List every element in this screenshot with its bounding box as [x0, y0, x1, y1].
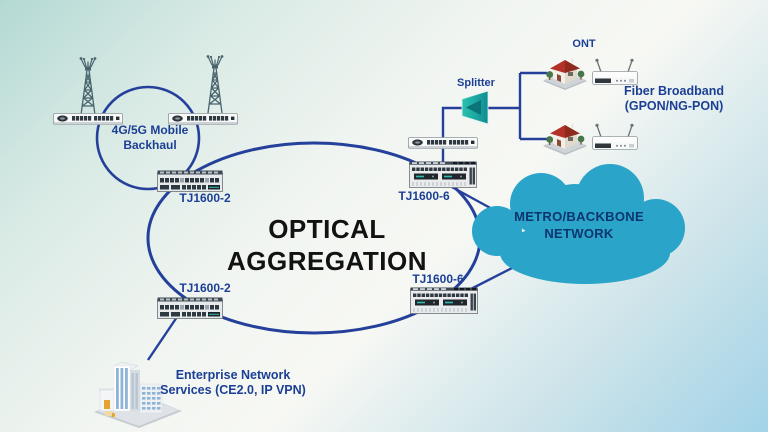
cell-tower-icon — [205, 54, 225, 114]
tj1600-2-bottom-label: TJ1600-2 — [179, 281, 231, 295]
fiber-broadband-label-line2: (GPON/NG-PON) — [624, 99, 724, 114]
tj1600-6-top-label: TJ1600-6 — [398, 189, 450, 203]
tj1600-2-chassis-bottom-icon — [157, 297, 223, 319]
mobile-backhaul-label-line1: 4G/5G Mobile — [111, 123, 189, 137]
ont-router-icon — [591, 58, 639, 86]
ont-label: ONT — [572, 38, 596, 50]
diagram-title-line1: OPTICAL — [268, 214, 386, 244]
mobile-backhaul-label: 4G/5G Mobile Backhaul — [112, 123, 189, 152]
house-icon — [543, 123, 587, 155]
metro-backbone-label: METRO/BACKBONE NETWORK — [514, 209, 644, 243]
tj1600-6-chassis-bottom-icon — [410, 287, 478, 314]
house-icon — [543, 58, 587, 90]
connector-tj1600-2-to-enterprise — [147, 316, 178, 361]
tj1600-6-chassis-top-icon — [409, 161, 477, 188]
splitter-icon — [461, 90, 489, 125]
metro-backbone-label-line1: METRO/BACKBONE — [514, 209, 644, 224]
enterprise-services-label: Enterprise Network Services (CE2.0, IP V… — [160, 368, 306, 399]
cell-tower-icon — [78, 56, 98, 116]
metro-backbone-label-line2: NETWORK — [544, 225, 614, 241]
metro-backbone-cloud-icon — [472, 164, 685, 284]
fiber-broadband-label-line1: Fiber Broadband — [623, 84, 725, 98]
diagram-title: OPTICAL AGGREGATION — [227, 214, 427, 277]
splitter-label: Splitter — [457, 77, 495, 89]
mobile-backhaul-label-line2: Backhaul — [123, 137, 177, 152]
tj1600-6-bottom-label: TJ1600-6 — [412, 272, 464, 286]
ont-router-icon — [591, 123, 639, 151]
mobile-backhaul-ring — [95, 85, 201, 191]
tj1600-2-chassis-top-icon — [157, 170, 223, 192]
connector-splitter-to-tj1600-6 — [441, 106, 464, 166]
olt-unit-icon — [408, 137, 478, 149]
enterprise-building-icon — [94, 361, 182, 428]
fiber-broadband-label: Fiber Broadband (GPON/NG-PON) — [624, 84, 724, 115]
enterprise-services-label-line2: Services (CE2.0, IP VPN) — [160, 383, 306, 398]
tj1600-2-top-label: TJ1600-2 — [179, 191, 231, 205]
enterprise-services-label-line1: Enterprise Network — [175, 368, 291, 382]
diagram-title-line2: AGGREGATION — [226, 245, 428, 276]
